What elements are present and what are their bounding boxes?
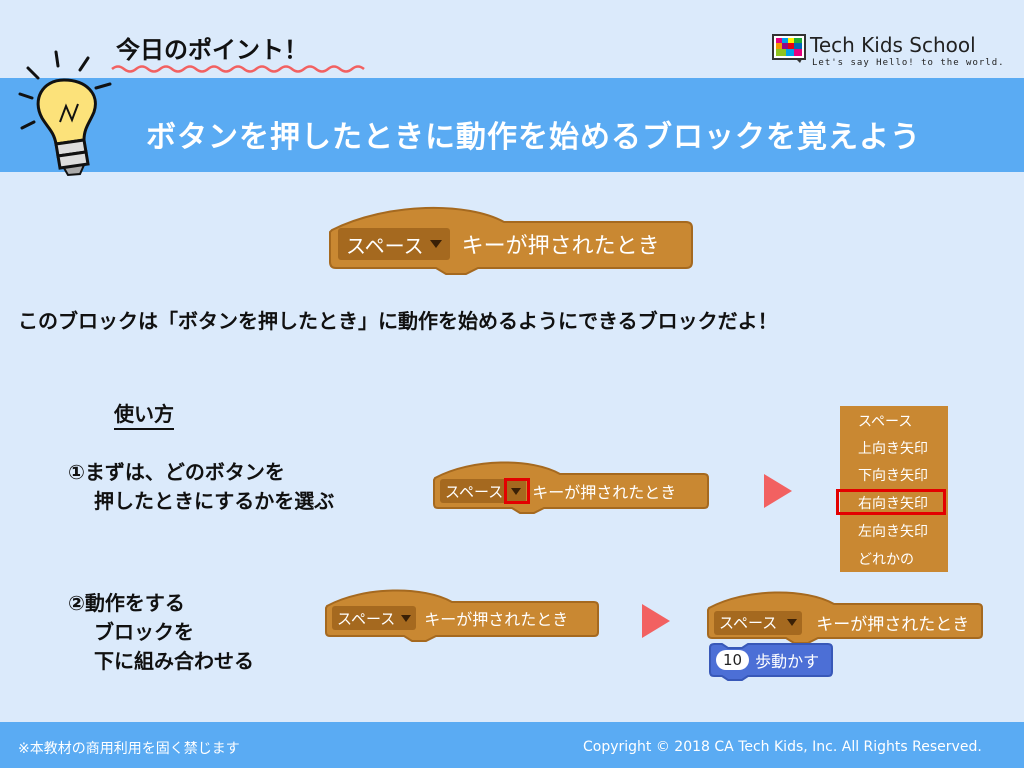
menu-item-space[interactable]: スペース [858, 414, 913, 430]
title-banner [0, 78, 1024, 172]
key-dropdown-value: スペース [445, 482, 504, 501]
menu-item-any[interactable]: どれかの [858, 552, 914, 568]
block-label: キーが押されたとき [532, 483, 677, 502]
menu-selected-highlight [836, 489, 946, 515]
menu-item-left-arrow[interactable]: 左向き矢印 [858, 524, 928, 540]
logo-name: Tech Kids School [810, 33, 976, 57]
dropdown-arrow-icon [787, 619, 798, 626]
arrow-right-icon [764, 474, 792, 508]
usage-title: 使い方 [114, 398, 174, 430]
dropdown-arrow-icon [511, 487, 522, 495]
logo-tagline: Let's say Hello! to the world. [812, 58, 1005, 68]
key-dropdown[interactable]: スペース [338, 228, 450, 260]
menu-item-right-arrow[interactable]: 右向き矢印 [858, 496, 928, 512]
key-dropdown-value: スペース [719, 614, 778, 632]
light-bulb-icon [18, 50, 112, 177]
block-label: キーが押されたとき [816, 615, 970, 635]
dropdown-highlight-box [504, 478, 530, 504]
when-key-pressed-block-step1[interactable]: スペース キーが押されたとき [432, 460, 710, 516]
menu-item-up-arrow[interactable]: 上向き矢印 [858, 441, 928, 457]
page-heading: 今日のポイント！ [116, 36, 308, 64]
steps-input[interactable]: 10 [716, 650, 750, 670]
key-dropdown[interactable]: スペース [714, 610, 803, 635]
step2-line2: ブロックを [94, 620, 194, 644]
dropdown-arrow-icon [429, 240, 442, 248]
tech-kids-logo-icon [772, 34, 806, 63]
key-dropdown[interactable]: スペース [332, 606, 417, 630]
banner-title: ボタンを押したときに動作を始めるブロックを覚えよう [146, 120, 921, 155]
when-key-pressed-block-main[interactable]: スペース キーが押されたとき [328, 206, 694, 276]
step1-line2: 押したときにするかを選ぶ [94, 489, 335, 513]
arrow-right-icon [642, 604, 670, 638]
footer-copyright: Copyright © 2018 CA Tech Kids, Inc. All … [583, 739, 982, 755]
key-dropdown-value: スペース [346, 233, 424, 258]
top-bar [0, 0, 1024, 78]
wavy-underline-icon [111, 65, 365, 73]
move-block-label: 歩動かす [755, 652, 820, 671]
footer-bar [0, 722, 1024, 768]
move-steps-block[interactable]: 10 歩動かす [708, 642, 834, 681]
key-dropdown-value: スペース [337, 609, 396, 628]
key-dropdown[interactable]: スペース [440, 479, 527, 503]
when-key-pressed-block-result[interactable]: スペース キーが押されたとき [706, 590, 984, 646]
step2-line1: ②動作をする [68, 591, 185, 615]
menu-item-down-arrow[interactable]: 下向き矢印 [858, 468, 928, 484]
step1-line1: ①まずは、どのボタンを [68, 460, 285, 484]
block-label: キーが押されたとき [461, 234, 660, 259]
footer-notice: ※本教材の商用利用を固く禁じます [18, 741, 240, 757]
when-key-pressed-block-step2[interactable]: スペース キーが押されたとき [324, 588, 600, 644]
block-label: キーが押されたとき [424, 610, 569, 629]
block-description: このブロックは「ボタンを押したとき」に動作を始めるようにできるブロックだよ！ [18, 309, 778, 333]
dropdown-arrow-icon [401, 614, 412, 622]
step2-line3: 下に組み合わせる [94, 649, 254, 673]
